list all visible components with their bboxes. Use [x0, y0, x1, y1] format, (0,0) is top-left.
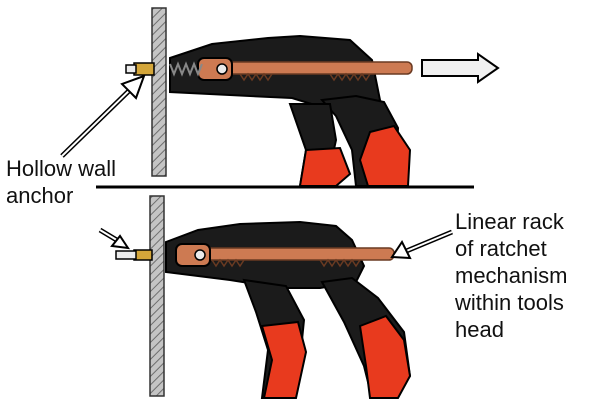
- wall-bottom: [149, 195, 165, 397]
- grip-lower-top: [298, 146, 352, 187]
- anchor-tip-bottom: [115, 250, 137, 260]
- rack-teeth-top: [239, 72, 371, 82]
- rack-label-line-1: Linear rack: [455, 209, 564, 234]
- rack-bottom: [181, 247, 395, 261]
- rack-teeth-bottom: [211, 258, 361, 268]
- mandrel-spring-top: [169, 61, 203, 77]
- anchor-label-line-1: Hollow wall: [6, 156, 117, 181]
- rack-label-line-4: within tools: [455, 290, 564, 315]
- anchor-tip-top: [125, 64, 137, 74]
- anchor-top: [133, 62, 155, 76]
- bottom-panel: [98, 195, 453, 399]
- top-panel: [60, 7, 500, 187]
- hollow-wall-anchor-label: Hollow wall anchor: [6, 155, 146, 209]
- linear-rack-label: Linear rack of ratchet mechanism within …: [455, 208, 600, 343]
- anchor-pointer-arrow: [60, 74, 146, 158]
- rack-label-line-3: mechanism: [455, 263, 568, 288]
- rack-pointer-arrow: [390, 229, 453, 260]
- jaw-pin-top: [216, 63, 228, 75]
- pull-direction-arrow: [421, 52, 500, 84]
- rack-label-line-5: head: [455, 317, 504, 342]
- anchor-label-line-2: anchor: [6, 183, 74, 208]
- rack-label-line-2: of ratchet: [455, 236, 547, 261]
- wall-top: [151, 7, 167, 177]
- anchor-pointer-arrow-bottom: [98, 227, 131, 250]
- jaw-pin-bottom: [194, 249, 206, 261]
- grip-lower-bottom: [260, 320, 308, 399]
- grip-upper-bottom: [358, 314, 412, 399]
